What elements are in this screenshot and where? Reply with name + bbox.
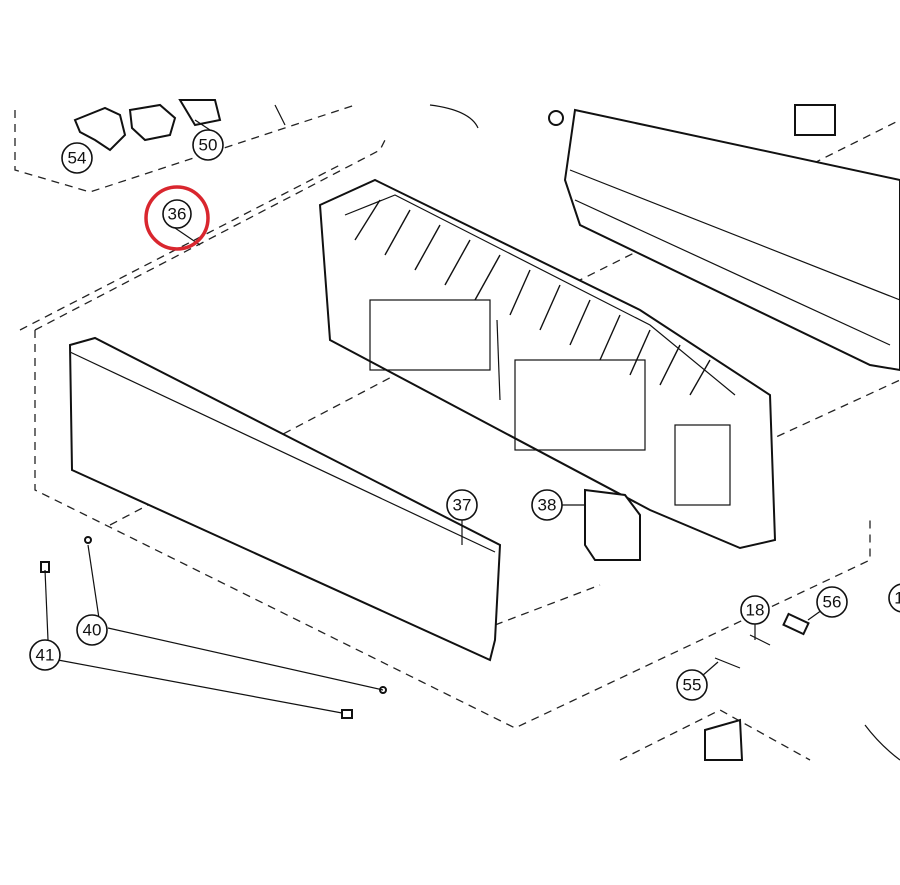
svg-text:1: 1 (894, 589, 900, 608)
motor-parts-54-50 (73, 99, 286, 152)
callout-37[interactable]: 37 (446, 489, 478, 521)
callout-40[interactable]: 40 (76, 614, 108, 646)
svg-text:56: 56 (823, 593, 842, 612)
highlight-ring (144, 185, 210, 251)
front-grille-panel (68, 336, 502, 662)
callout-36-highlighted[interactable]: 36 (144, 185, 210, 251)
front-panel-frame (318, 178, 777, 550)
svg-text:40: 40 (83, 621, 102, 640)
callout-50[interactable]: 50 (192, 129, 224, 161)
callout-41[interactable]: 41 (29, 639, 61, 671)
svg-text:18: 18 (746, 601, 765, 620)
callout-54[interactable]: 54 (61, 142, 93, 174)
callout-55[interactable]: 55 (676, 669, 708, 701)
callout-56[interactable]: 56 (816, 586, 848, 618)
svg-text:50: 50 (199, 136, 218, 155)
leader-lines (44, 119, 823, 714)
callout-38[interactable]: 38 (531, 489, 563, 521)
svg-text:38: 38 (538, 496, 557, 515)
screws-40-41 (40, 536, 387, 719)
callout-1-partial[interactable]: 1 (888, 583, 900, 613)
svg-text:54: 54 (68, 149, 87, 168)
svg-text:55: 55 (683, 676, 702, 695)
callout-18[interactable]: 18 (740, 595, 770, 625)
indoor-unit-chassis (429, 104, 900, 372)
svg-text:37: 37 (453, 496, 472, 515)
small-parts-18-55-56 (704, 612, 900, 761)
svg-text:41: 41 (36, 646, 55, 665)
svg-text:36: 36 (168, 205, 187, 224)
part-38-cover (584, 488, 641, 561)
